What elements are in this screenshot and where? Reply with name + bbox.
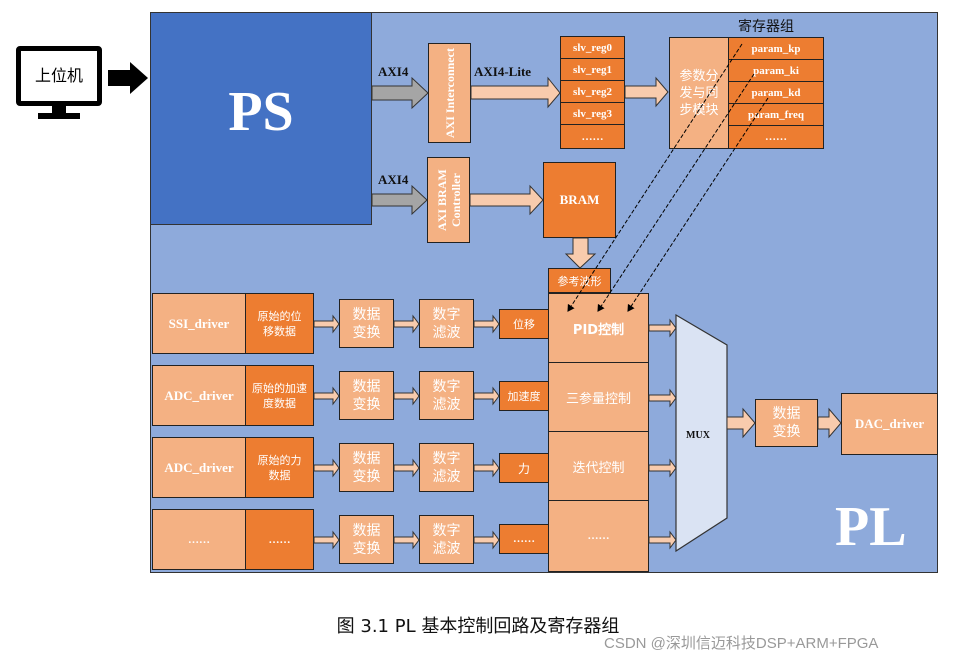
raw-data-block: 原始的加速度数据 xyxy=(245,365,314,426)
controller-column: PID控制 三参量控制 迭代控制 …… xyxy=(548,293,649,572)
slv-reg-cell: slv_reg1 xyxy=(560,58,625,81)
axi-interconnect-block: AXI Interconnect xyxy=(428,43,471,143)
data-convert-block: 数据变换 xyxy=(339,515,394,564)
slv-reg-cell: slv_reg2 xyxy=(560,80,625,103)
digital-filter-block: 数字滤波 xyxy=(419,515,474,564)
ps-block xyxy=(150,12,372,225)
driver-block: …… xyxy=(152,509,246,570)
axi-bram-controller-label: AXI BRAM Controller xyxy=(434,169,463,231)
controller-block: PID控制 xyxy=(548,293,649,363)
driver-block: SSI_driver xyxy=(152,293,246,354)
slv-reg-cell: …… xyxy=(560,124,625,149)
register-cell: param_ki xyxy=(728,59,824,82)
pl-label: PL xyxy=(835,496,907,558)
slv-reg-stack: slv_reg0 slv_reg1 slv_reg2 slv_reg3 …… xyxy=(560,36,625,149)
controller-block: …… xyxy=(548,500,649,572)
axi4-bottom-label: AXI4 xyxy=(378,172,409,187)
data-convert-block: 数据变换 xyxy=(339,299,394,348)
signal-block: …… xyxy=(499,524,549,554)
param-sync-module: 参数分发与同步模块 xyxy=(669,37,729,149)
data-convert-block: 数据变换 xyxy=(339,371,394,420)
signal-block: 力 xyxy=(499,453,549,483)
host-to-ps-arrow xyxy=(108,62,148,94)
digital-filter-block: 数字滤波 xyxy=(419,299,474,348)
axi-interconnect-label: AXI Interconnect xyxy=(442,47,457,139)
host-computer-monitor-icon xyxy=(16,46,102,106)
controller-block: 迭代控制 xyxy=(548,431,649,501)
register-cell: param_kp xyxy=(728,37,824,60)
register-cell: param_freq xyxy=(728,103,824,126)
param-sync-module-label: 参数分发与同步模块 xyxy=(679,68,719,118)
raw-data-block: 原始的力数据 xyxy=(245,437,314,498)
slv-reg-cell: slv_reg3 xyxy=(560,102,625,125)
slv-reg-cell: slv_reg0 xyxy=(560,36,625,59)
register-cell: param_kd xyxy=(728,81,824,104)
signal-block: 位移 xyxy=(499,309,549,339)
host-label: 上位机 xyxy=(34,66,83,85)
controller-block: 三参量控制 xyxy=(548,362,649,432)
driver-block: ADC_driver xyxy=(152,365,246,426)
axi4-top-label: AXI4 xyxy=(378,64,409,79)
monitor-stand xyxy=(38,113,80,119)
digital-filter-block: 数字滤波 xyxy=(419,443,474,492)
register-group: param_kp param_ki param_kd param_freq …… xyxy=(728,37,824,149)
raw-data-block: 原始的位移数据 xyxy=(245,293,314,354)
axi4-lite-label: AXI4-Lite xyxy=(474,64,532,79)
bram-block: BRAM xyxy=(543,162,616,238)
raw-data-block: …… xyxy=(245,509,314,570)
dac-driver-block: DAC_driver xyxy=(841,393,938,455)
reference-waveform-block: 参考波形 xyxy=(548,268,611,293)
watermark: CSDN @深圳信迈科技DSP+ARM+FPGA xyxy=(604,635,879,652)
digital-filter-block: 数字滤波 xyxy=(419,371,474,420)
register-group-title: 寄存器组 xyxy=(738,19,794,35)
monitor-neck xyxy=(52,106,66,114)
ps-label: PS xyxy=(228,81,294,143)
axi-bram-controller-block: AXI BRAM Controller xyxy=(427,157,470,243)
figure-caption: 图 3.1 PL 基本控制回路及寄存器组 xyxy=(336,616,620,637)
register-cell: …… xyxy=(728,125,824,149)
data-convert-block: 数据变换 xyxy=(339,443,394,492)
driver-block: ADC_driver xyxy=(152,437,246,498)
signal-block: 加速度 xyxy=(499,381,549,411)
output-data-convert-block: 数据变换 xyxy=(755,399,818,447)
